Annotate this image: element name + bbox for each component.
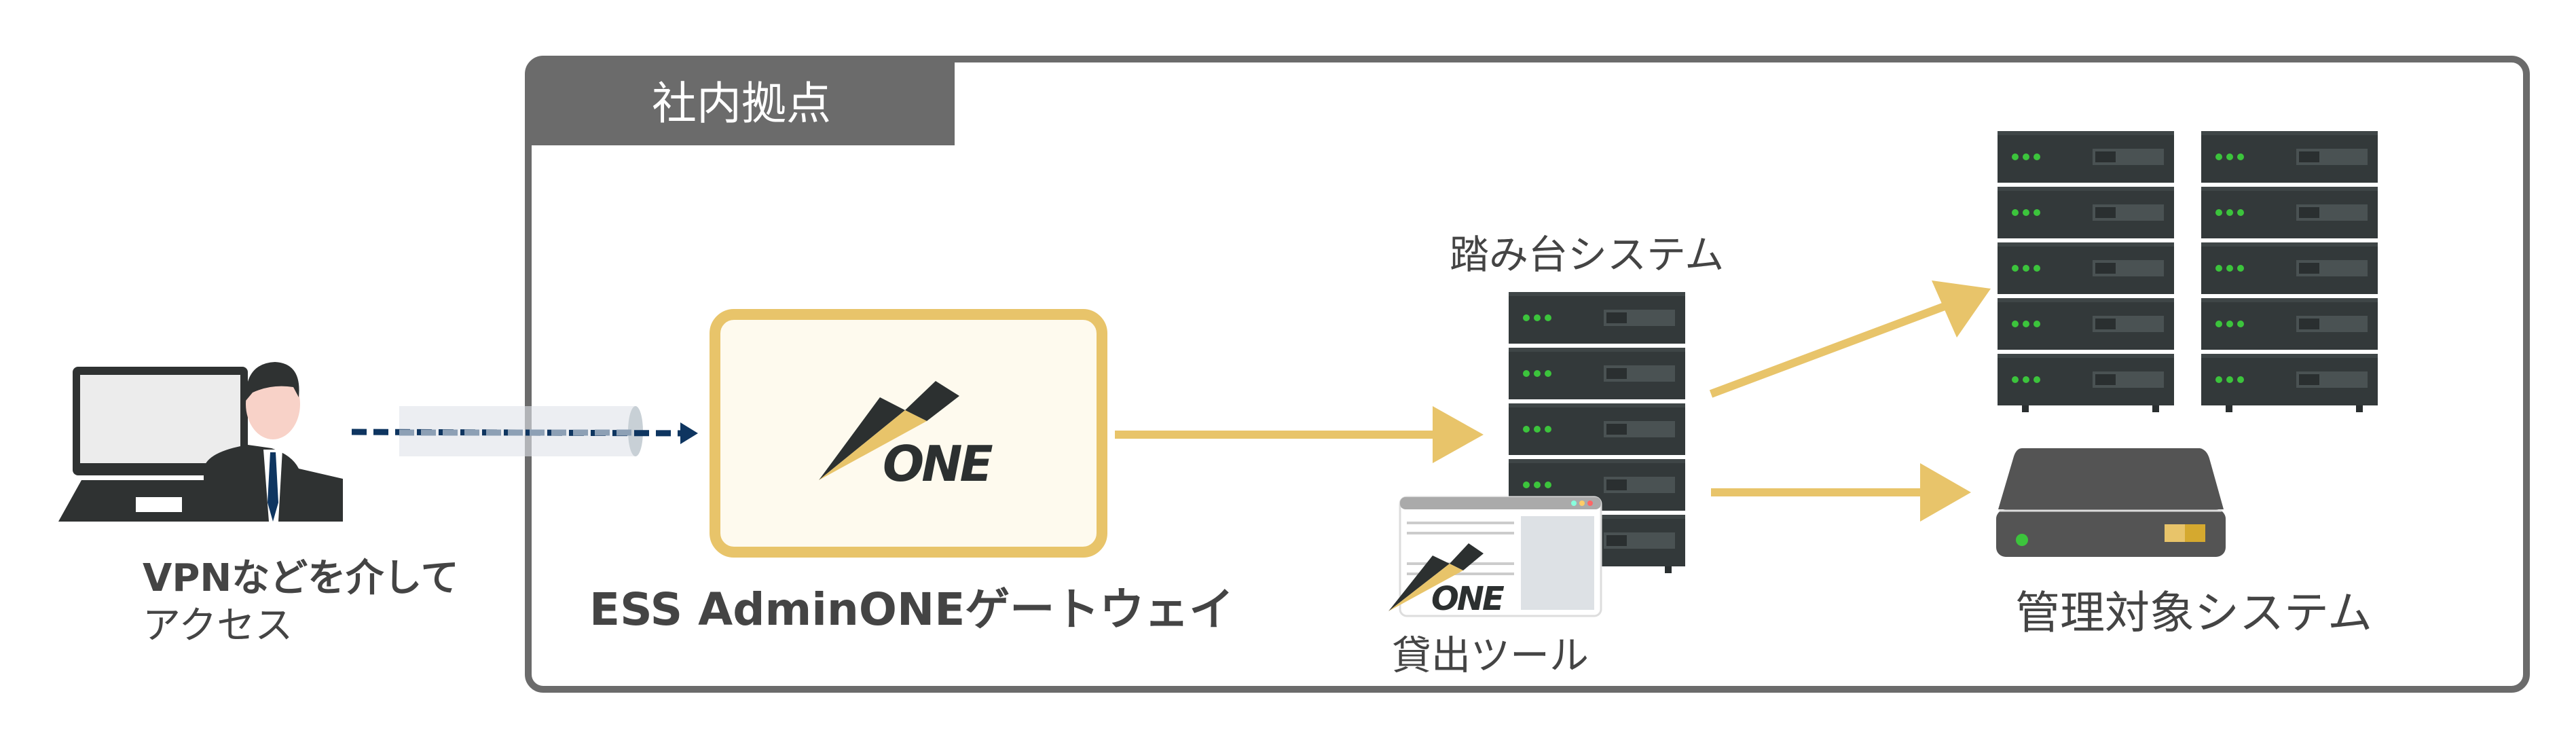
user-avatar-icon <box>204 362 343 522</box>
lending-tool-window-icon: ONE <box>1388 496 1602 618</box>
gateway-box <box>710 309 1107 558</box>
arrowhead <box>1932 280 1991 338</box>
arrow-jump-to-servers <box>1709 298 1957 398</box>
admin-one-logo: ONE <box>819 381 995 492</box>
vpn-arrowhead <box>680 422 698 444</box>
client-label-line2: アクセス <box>143 604 293 648</box>
storage-device-icon <box>1996 448 2226 557</box>
gateway-label: ESS AdminONEゲートウェイ <box>589 583 1234 636</box>
client-computer-icon <box>58 367 248 522</box>
lending-tool-label: 貸出ツール <box>1392 632 1589 678</box>
jump-host-label: 踏み台システム <box>1450 232 1724 278</box>
arrowhead <box>1920 463 1971 522</box>
server-rack-icon <box>1998 131 2174 412</box>
arrowhead <box>1433 406 1484 463</box>
server-rack-icon <box>2201 131 2378 412</box>
site-tab-label: 社内拠点 <box>652 77 831 130</box>
site-tab <box>528 59 955 145</box>
jump-server-icon <box>1509 292 1685 573</box>
tool-logo-text: ONE <box>1431 580 1505 618</box>
logo-text: ONE <box>883 435 993 492</box>
client-label-line1: VPNなどを介して <box>143 556 459 600</box>
managed-label: 管理対象システム <box>2015 587 2372 639</box>
